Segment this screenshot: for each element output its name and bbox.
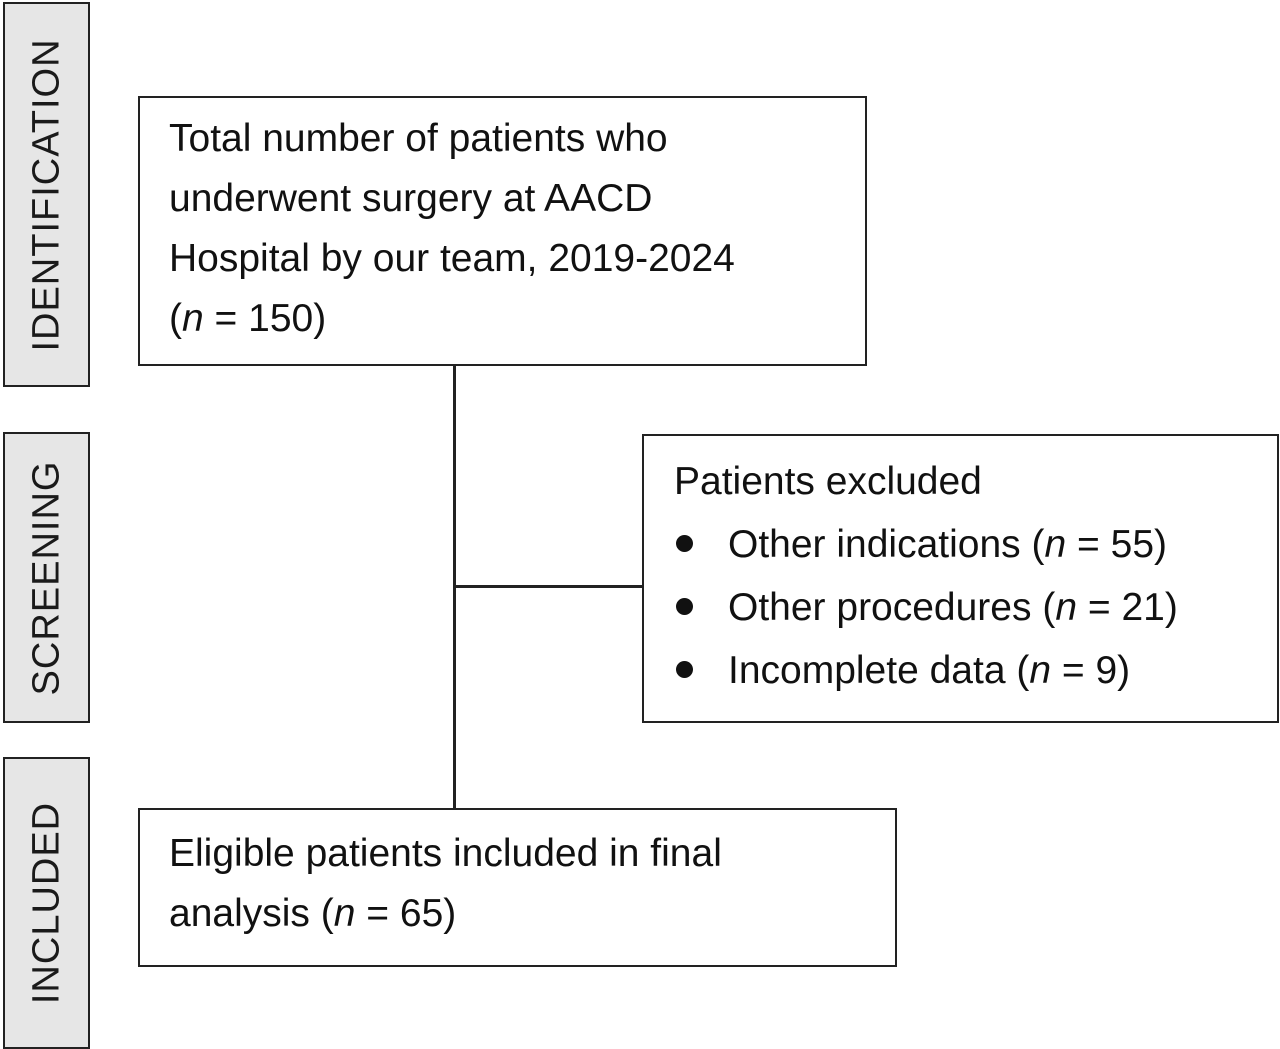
- connector-to-excluded: [455, 585, 642, 588]
- excluded-item-label: Other procedures (: [728, 586, 1056, 629]
- stage-label-included: INCLUDED: [3, 757, 90, 1049]
- eligible-count-var: n: [333, 892, 356, 935]
- excluded-item: Incomplete data (n = 9): [674, 639, 1277, 702]
- stage-label-screening-text: SCREENING: [25, 460, 67, 695]
- stage-label-identification: IDENTIFICATION: [3, 2, 90, 387]
- excluded-item: Other procedures (n = 21): [674, 576, 1277, 639]
- excluded-title: Patients excluded: [674, 460, 982, 503]
- excluded-item-label: Other indications (: [728, 523, 1045, 566]
- total-patients-box: Total number of patients who underwent s…: [138, 96, 867, 366]
- eligible-line-1: Eligible patients included in final: [169, 832, 722, 875]
- eligible-patients-box: Eligible patients included in final anal…: [138, 808, 897, 967]
- bullet-icon: [676, 661, 693, 678]
- eligible-count-rest: = 65): [355, 892, 457, 935]
- stage-label-included-text: INCLUDED: [25, 801, 67, 1005]
- total-line-3: Hospital by our team, 2019-2024: [169, 237, 735, 280]
- eligible-line-2: analysis (n = 65): [169, 884, 895, 944]
- excluded-item-rest: = 9): [1051, 649, 1131, 692]
- stage-label-screening: SCREENING: [3, 432, 90, 723]
- excluded-item-rest: = 21): [1077, 586, 1178, 629]
- bullet-icon: [676, 535, 693, 552]
- excluded-list: Other indications (n = 55) Other procedu…: [674, 513, 1277, 702]
- bullet-icon: [676, 598, 693, 615]
- total-line-2: underwent surgery at AACD: [169, 177, 653, 220]
- excluded-item-rest: = 55): [1066, 523, 1168, 566]
- eligible-count-prefix: analysis (: [169, 892, 334, 935]
- excluded-item-label: Incomplete data (: [728, 649, 1030, 692]
- total-count-rest: = 150): [203, 297, 327, 340]
- excluded-item-var: n: [1055, 586, 1078, 629]
- connector-vertical: [453, 366, 456, 809]
- excluded-item: Other indications (n = 55): [674, 513, 1277, 576]
- total-count-line: (n = 150): [169, 289, 865, 349]
- excluded-item-var: n: [1044, 523, 1067, 566]
- total-count-var: n: [182, 297, 204, 340]
- total-line-1: Total number of patients who: [169, 117, 668, 160]
- stage-label-identification-text: IDENTIFICATION: [25, 37, 67, 352]
- total-count-prefix: (: [169, 297, 182, 340]
- excluded-patients-box: Patients excluded Other indications (n =…: [642, 434, 1279, 723]
- excluded-item-var: n: [1029, 649, 1052, 692]
